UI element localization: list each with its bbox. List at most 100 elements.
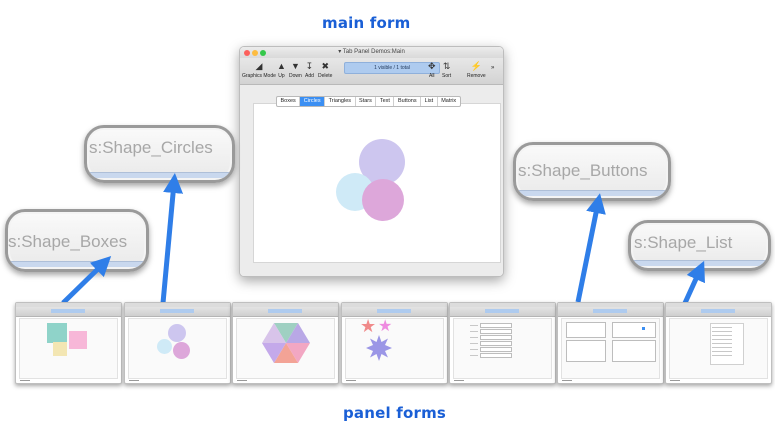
bubble-shape-circles: s:Shape_Circles [84,125,235,183]
circle-right [362,179,404,221]
arrow-up-icon: ▲ [277,61,286,71]
zoom-window-button[interactable] [260,50,266,56]
bubble-shape-circles-text: s:Shape_Circles [89,138,213,157]
up-label: Up [278,73,285,79]
minimize-window-button[interactable] [252,50,258,56]
thumb-footer [670,380,680,381]
overflow-chevron-icon[interactable]: » [491,65,495,71]
arrow-to-circles-bubble [160,173,184,304]
hexagon-triangles [262,323,310,363]
list-row [712,339,732,340]
all-button[interactable]: ✥ All [428,59,436,79]
thumb-body: ★ ★ [345,316,444,379]
thumb-footer [454,380,464,381]
add-icon: ↧ [305,61,314,71]
field-label [470,349,478,350]
field-box [480,329,512,334]
thumb-body [669,318,768,379]
thumb-titlebar [666,303,771,307]
field-box [480,323,512,328]
thumb-record-counter [485,309,519,313]
tab-list[interactable]: List [421,97,438,106]
thumb-buttons[interactable] [557,302,664,384]
thumb-circles[interactable] [124,302,231,384]
circles-canvas [336,139,405,221]
expand-icon: ✥ [428,61,436,71]
list-row [712,327,732,328]
tab-stars[interactable]: Stars [356,97,377,106]
arrow-to-list-bubble [682,260,705,305]
panel-forms-caption: panel forms [343,404,447,422]
delete-label: Delete [318,73,333,79]
button-group-box [566,340,606,362]
triangle [286,323,310,343]
triangle [274,343,298,363]
circle-top [359,139,405,185]
bubble-strip [8,261,146,267]
field-label [470,325,478,326]
window-title: ▾ Tab Panel Demos:Main [338,49,405,55]
thumb-footer [237,380,247,381]
thumb-record-counter [268,309,302,313]
thumb-record-counter [377,309,411,313]
tab-boxes[interactable]: Boxes [277,97,301,106]
lightning-icon: ⚡ [470,61,482,71]
list-row [712,351,732,352]
record-counter[interactable]: 1 visible / 1 total [344,62,440,74]
thumb-triangles[interactable] [232,302,339,384]
thumb-record-counter [160,309,194,313]
add-button[interactable]: ↧ Add [305,59,314,79]
list-row [712,335,732,336]
graphics-mode-label: Graphics Mode [242,73,276,79]
sort-label: Sort [442,73,452,79]
thumb-boxes[interactable] [15,302,122,384]
graphics-mode-button[interactable]: ◢ Graphics Mode [242,59,276,79]
thumb-titlebar [125,303,230,307]
tab-matrix[interactable]: Matrix [441,98,457,104]
triangle [286,343,310,363]
thumb-button-blue [642,327,645,330]
up-button[interactable]: ▲ Up [277,59,286,79]
delete-icon: ✖ [321,61,329,71]
tab-buttons[interactable]: Buttons [394,97,422,106]
field-box [480,353,512,358]
bubble-shape-boxes-text: s:Shape_Boxes [8,232,128,251]
arrow-to-boxes-bubble [61,256,112,305]
close-window-button[interactable] [244,50,250,56]
thumb-circle-left [157,339,172,354]
tab-text[interactable]: Text [376,97,395,106]
down-label: Down [289,73,302,79]
tab-triangles[interactable]: Triangles [325,97,356,106]
button-group-box [612,322,656,338]
field-box [480,347,512,352]
sort-icon: ⇅ [442,61,451,71]
sort-button[interactable]: ⇅ Sort [442,59,451,79]
arrow-to-buttons-bubble [575,193,606,303]
box-pink [69,331,87,349]
all-label: All [428,73,435,79]
star-burst [366,335,392,361]
pencil-icon: ◢ [255,61,263,71]
thumb-text[interactable] [449,302,556,384]
down-button[interactable]: ▼ Down [289,59,302,79]
thumb-list[interactable] [665,302,772,384]
delete-button[interactable]: ✖ Delete [318,59,332,79]
thumb-body [19,318,118,379]
button-group-box [566,322,606,338]
triangle [274,323,298,343]
thumb-record-counter [51,309,85,313]
tab-circles[interactable]: Circles [300,97,326,106]
list-box [710,323,744,365]
box-yellow [53,342,67,356]
tab-panel [253,103,501,263]
list-row [712,343,732,344]
star-red: ★ [360,316,377,336]
field-label [470,355,478,356]
field-label [470,343,478,344]
thumb-stars[interactable]: ★ ★ [341,302,448,384]
star-pink: ★ [378,318,393,335]
bubble-shape-boxes: s:Shape_Boxes [5,209,149,272]
remove-button[interactable]: ⚡ Remove [467,59,486,79]
thumb-titlebar [558,303,663,307]
